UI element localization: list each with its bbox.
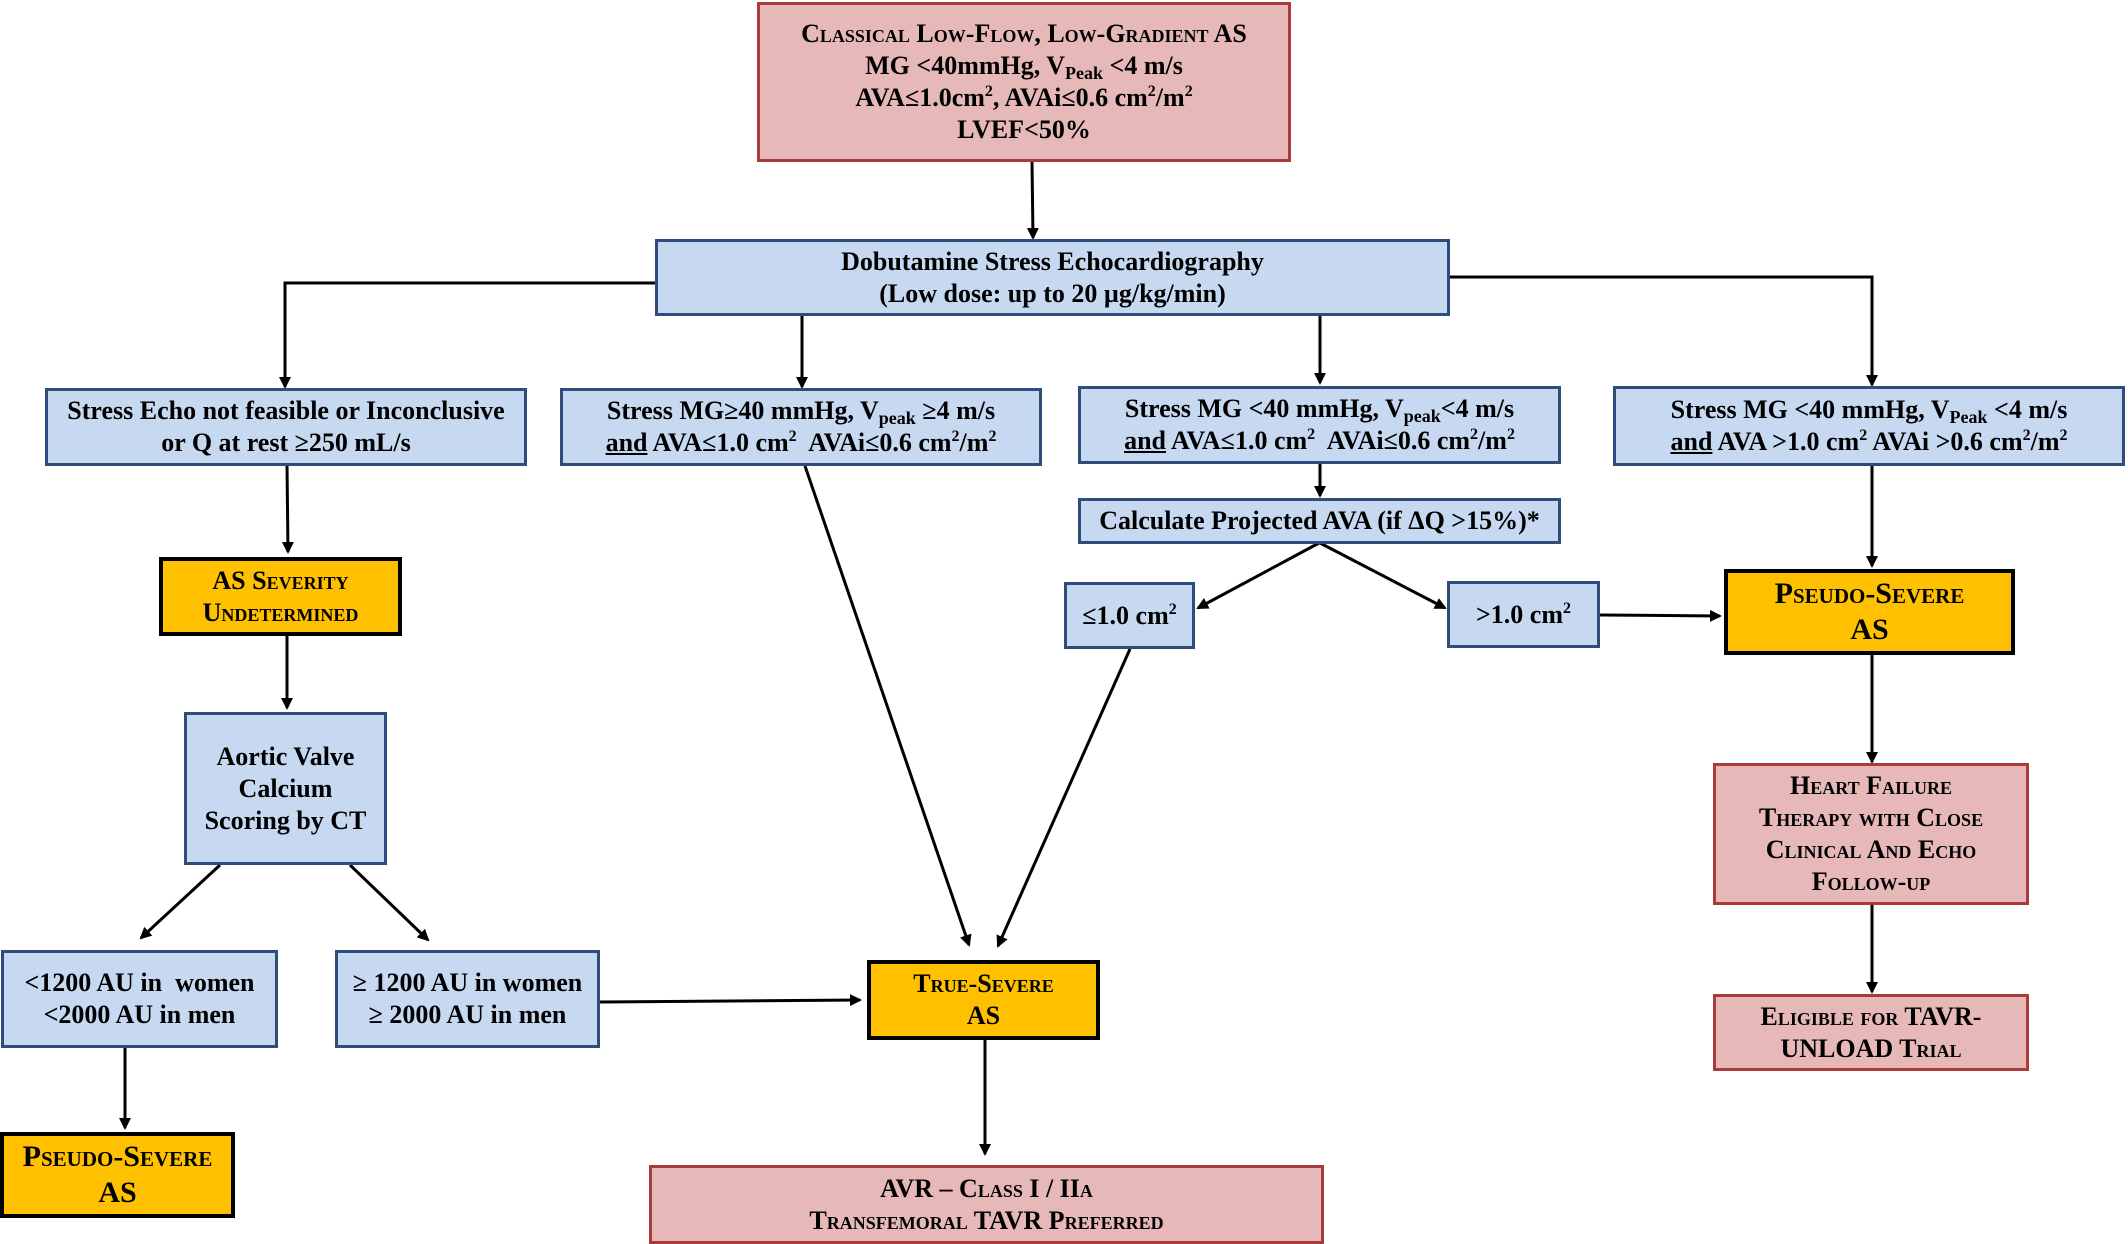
node-heart-failure-therapy: Heart Failure Therapy with Close Clinica… [1713,763,2029,905]
node-calcium-line1: Aortic Valve [216,741,355,771]
arrow-high-au-to-true-severe [599,994,862,1007]
node-calcium-line3: Scoring by CT [204,805,367,835]
arrow-top-to-dse [1026,161,1039,240]
arrow-inconclusive-to-undetermined [281,464,294,554]
node-dse-line1: Dobutamine Stress Echocardiography [841,246,1264,276]
node-high-au-line2: ≥ 2000 AU in men [368,1000,567,1029]
node-low-calcium-score: <1200 AU in women <2000 AU in men [1,950,278,1048]
node-hf-line1: Heart Failure [1790,771,1952,800]
node-calculate-projected-ava: Calculate Projected AVA (if ΔQ >15%)* [1078,498,1561,544]
arrow-calcium-to-high-au [348,863,430,942]
node-pseudo-left-line1: Pseudo-Severe [22,1140,213,1173]
node-high-calcium-score: ≥ 1200 AU in women ≥ 2000 AU in men [335,950,600,1048]
node-classical-lflg-as: Classical Low-Flow, Low-Gradient AS MG <… [757,2,1291,162]
node-true-severe-line2: AS [966,1001,1001,1030]
arrow-dse-to-inconclusive [279,281,656,389]
node-eligible-line1: Eligible for TAVR- [1760,1001,1982,1031]
node-pseudo-right-line2: AS [1850,613,1889,646]
node-stress-low-line2: and AVA≤1.0 cm2 AVAi≤0.6 cm2/m2 [1124,426,1515,455]
node-avr-line1: AVR – Class I / IIa [880,1173,1093,1203]
node-classical-line2: MG <40mmHg, VPeak <4 m/s [865,51,1183,83]
node-undetermined-line2: Undetermined [202,597,359,627]
node-hf-line3: Clinical And Echo [1765,835,1977,864]
arrow-stress-high-to-true-severe [803,465,972,947]
node-high-au-line1: ≥ 1200 AU in women [352,968,583,997]
node-projected-text: Calculate Projected AVA (if ΔQ >15%)* [1099,506,1540,535]
node-dse-line2: (Low dose: up to 20 µg/kg/min) [879,278,1226,308]
arrow-projected-to-le1 [1196,541,1320,610]
node-hf-line4: Follow-up [1811,867,1931,896]
node-hf-line2: Therapy with Close [1758,803,1984,832]
node-stress-mg-high: Stress MG≥40 mmHg, Vpeak ≥4 m/s and AVA≤… [560,388,1042,466]
node-pseudo-right-line1: Pseudo-Severe [1774,577,1965,610]
node-stress-mg-pseudo: Stress MG <40 mmHg, VPeak <4 m/s and AVA… [1613,386,2125,466]
arrow-projected-to-gt1 [1319,541,1447,610]
node-eligible-tavr-unload: Eligible for TAVR- UNLOAD Trial [1713,994,2029,1071]
node-dobutamine-stress-echo: Dobutamine Stress Echocardiography (Low … [655,239,1450,316]
node-inconclusive-line1: Stress Echo not feasible or Inconclusive [67,396,505,425]
node-stress-pseudo-line2: and AVA >1.0 cm2 AVAi >0.6 cm2/m2 [1670,427,2068,456]
node-calcium-line2: Calcium [238,773,333,803]
node-avr-recommendation: AVR – Class I / IIa Transfemoral TAVR Pr… [649,1165,1324,1244]
node-as-severity-undetermined: AS Severity Undetermined [159,557,402,636]
arrow-dse-to-stress-pseudo [1450,275,1878,387]
node-avr-line2: Transfemoral TAVR Preferred [809,1205,1164,1235]
node-classical-line3: AVA≤1.0cm2, AVAi≤0.6 cm2/m2 [855,83,1193,112]
arrow-gt1-to-pseudo-right [1599,609,1722,622]
node-eligible-line2: UNLOAD Trial [1780,1033,1962,1063]
node-le1-text: ≤1.0 cm2 [1082,600,1177,630]
node-gt1-text: >1.0 cm2 [1475,599,1571,629]
node-inconclusive-line2: or Q at rest ≥250 mL/s [161,428,411,457]
node-stress-low-line1: Stress MG <40 mmHg, Vpeak<4 m/s [1124,394,1515,426]
node-stress-high-line1: Stress MG≥40 mmHg, Vpeak ≥4 m/s [606,396,996,428]
node-stress-echo-inconclusive: Stress Echo not feasible or Inconclusive… [45,388,527,466]
node-low-au-line1: <1200 AU in women [24,968,255,997]
node-pseudo-severe-left: Pseudo-Severe AS [0,1132,235,1218]
node-aortic-valve-calcium: Aortic Valve Calcium Scoring by CT [184,712,387,865]
node-stress-pseudo-line1: Stress MG <40 mmHg, VPeak <4 m/s [1670,395,2068,427]
node-undetermined-line1: AS Severity [212,565,349,595]
node-classical-title: Classical Low-Flow, Low-Gradient AS [801,19,1247,48]
arrow-le1-to-true-severe [996,648,1132,948]
node-stress-mg-low: Stress MG <40 mmHg, Vpeak<4 m/s and AVA≤… [1078,386,1561,464]
node-true-severe-as: True-Severe AS [867,960,1100,1040]
arrow-calcium-to-low-au [139,863,222,940]
node-low-au-line2: <2000 AU in men [43,1000,236,1029]
node-pseudo-left-line2: AS [98,1176,137,1209]
node-pseudo-severe-right: Pseudo-Severe AS [1724,569,2015,655]
node-projected-gt-1: >1.0 cm2 [1447,581,1600,648]
node-classical-line4: LVEF<50% [957,115,1091,144]
node-projected-le-1: ≤1.0 cm2 [1064,582,1195,649]
node-true-severe-line1: True-Severe [913,969,1054,998]
node-stress-high-line2: and AVA≤1.0 cm2 AVAi≤0.6 cm2/m2 [605,428,997,457]
